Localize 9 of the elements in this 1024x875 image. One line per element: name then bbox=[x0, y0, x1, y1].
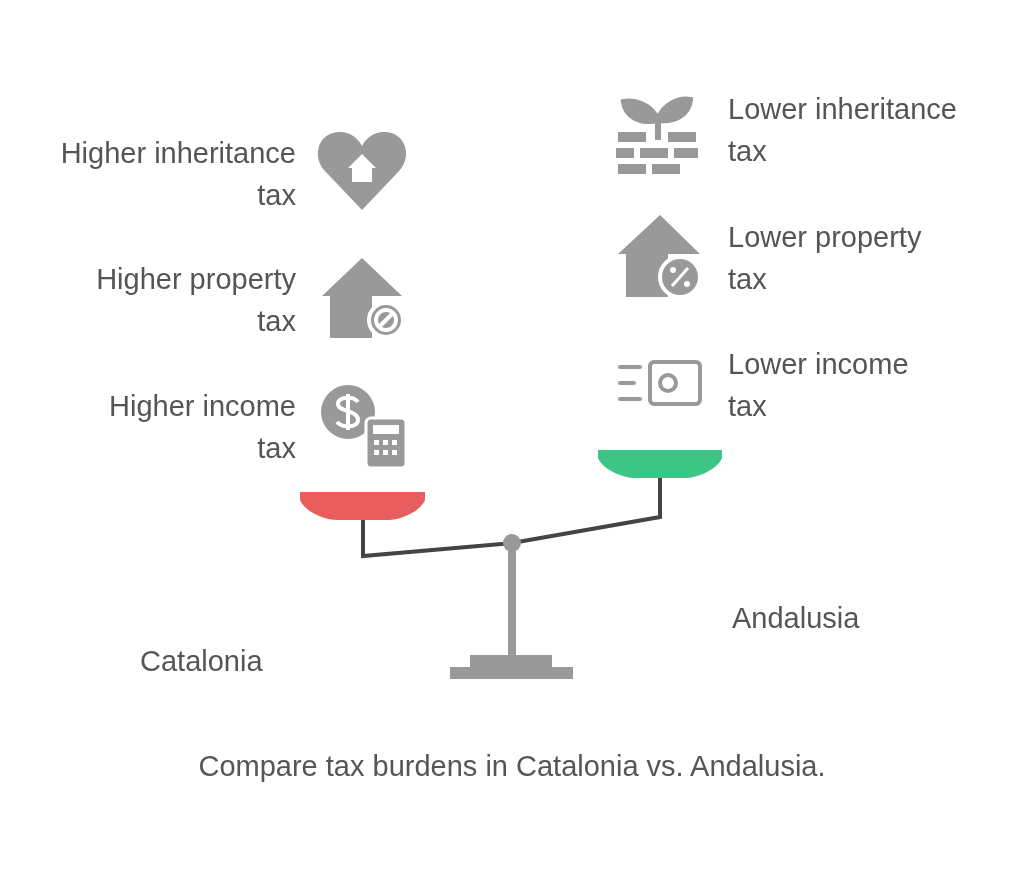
tax-label: Higher inheritance tax bbox=[60, 137, 296, 211]
tax-label: Higher income tax bbox=[109, 390, 296, 464]
region-label: Catalonia bbox=[140, 645, 263, 677]
tax-label: Lower inheritance tax bbox=[728, 93, 957, 167]
region-label: Andalusia bbox=[732, 602, 860, 634]
tax-label: Lower income tax bbox=[728, 348, 909, 422]
tax-label: Lower property tax bbox=[728, 221, 922, 295]
caption: Compare tax burdens in Catalonia vs. Andalusia. bbox=[198, 750, 826, 782]
tax-label: Higher property tax bbox=[96, 263, 296, 337]
